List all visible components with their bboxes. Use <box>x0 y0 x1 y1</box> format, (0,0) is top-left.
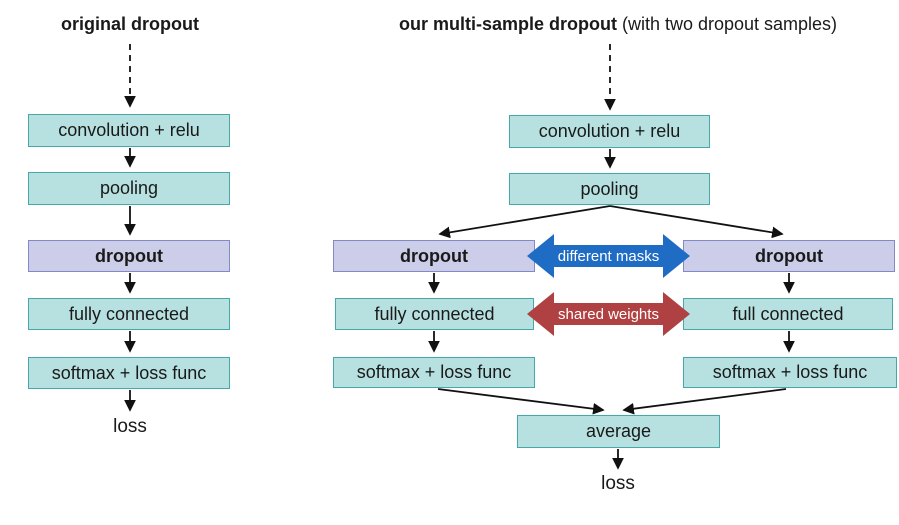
left-pooling-box: pooling <box>28 172 230 205</box>
right-fully-connected-right-box: full connected <box>683 298 893 330</box>
right-pooling-box: pooling <box>509 173 710 205</box>
right-dropout-right-box: dropout <box>683 240 895 272</box>
left-dropout-box: dropout <box>28 240 230 272</box>
right-dropout-left-box: dropout <box>333 240 535 272</box>
right-softmax-right-box: softmax + loss func <box>683 357 897 388</box>
right-average-box: average <box>517 415 720 448</box>
right-fully-connected-left-box: fully connected <box>335 298 534 330</box>
left-diagram-title: original dropout <box>61 14 199 34</box>
pooling-to-dropout-left-arrow <box>438 205 611 239</box>
right-diagram-title: our multi-sample dropout (with two dropo… <box>340 14 896 35</box>
softmax-right-to-average-arrow <box>622 388 787 415</box>
left-fully-connected-box: fully connected <box>28 298 230 330</box>
left-loss-label: loss <box>113 416 147 437</box>
left-conv-relu-box: convolution + relu <box>28 114 230 147</box>
different-masks-label: different masks <box>557 248 660 265</box>
shared-weights-label: shared weights <box>558 306 659 323</box>
right-loss-label: loss <box>601 473 635 494</box>
right-diagram-title-bold: our multi-sample dropout <box>398 14 617 34</box>
right-conv-relu-box: convolution + relu <box>509 115 710 148</box>
pooling-to-dropout-right-arrow <box>609 205 784 239</box>
left-softmax-box: softmax + loss func <box>28 357 230 389</box>
softmax-left-to-average-arrow <box>437 388 605 415</box>
right-diagram-title-suffix: (with two dropout samples) <box>616 14 838 34</box>
right-softmax-left-box: softmax + loss func <box>333 357 535 388</box>
